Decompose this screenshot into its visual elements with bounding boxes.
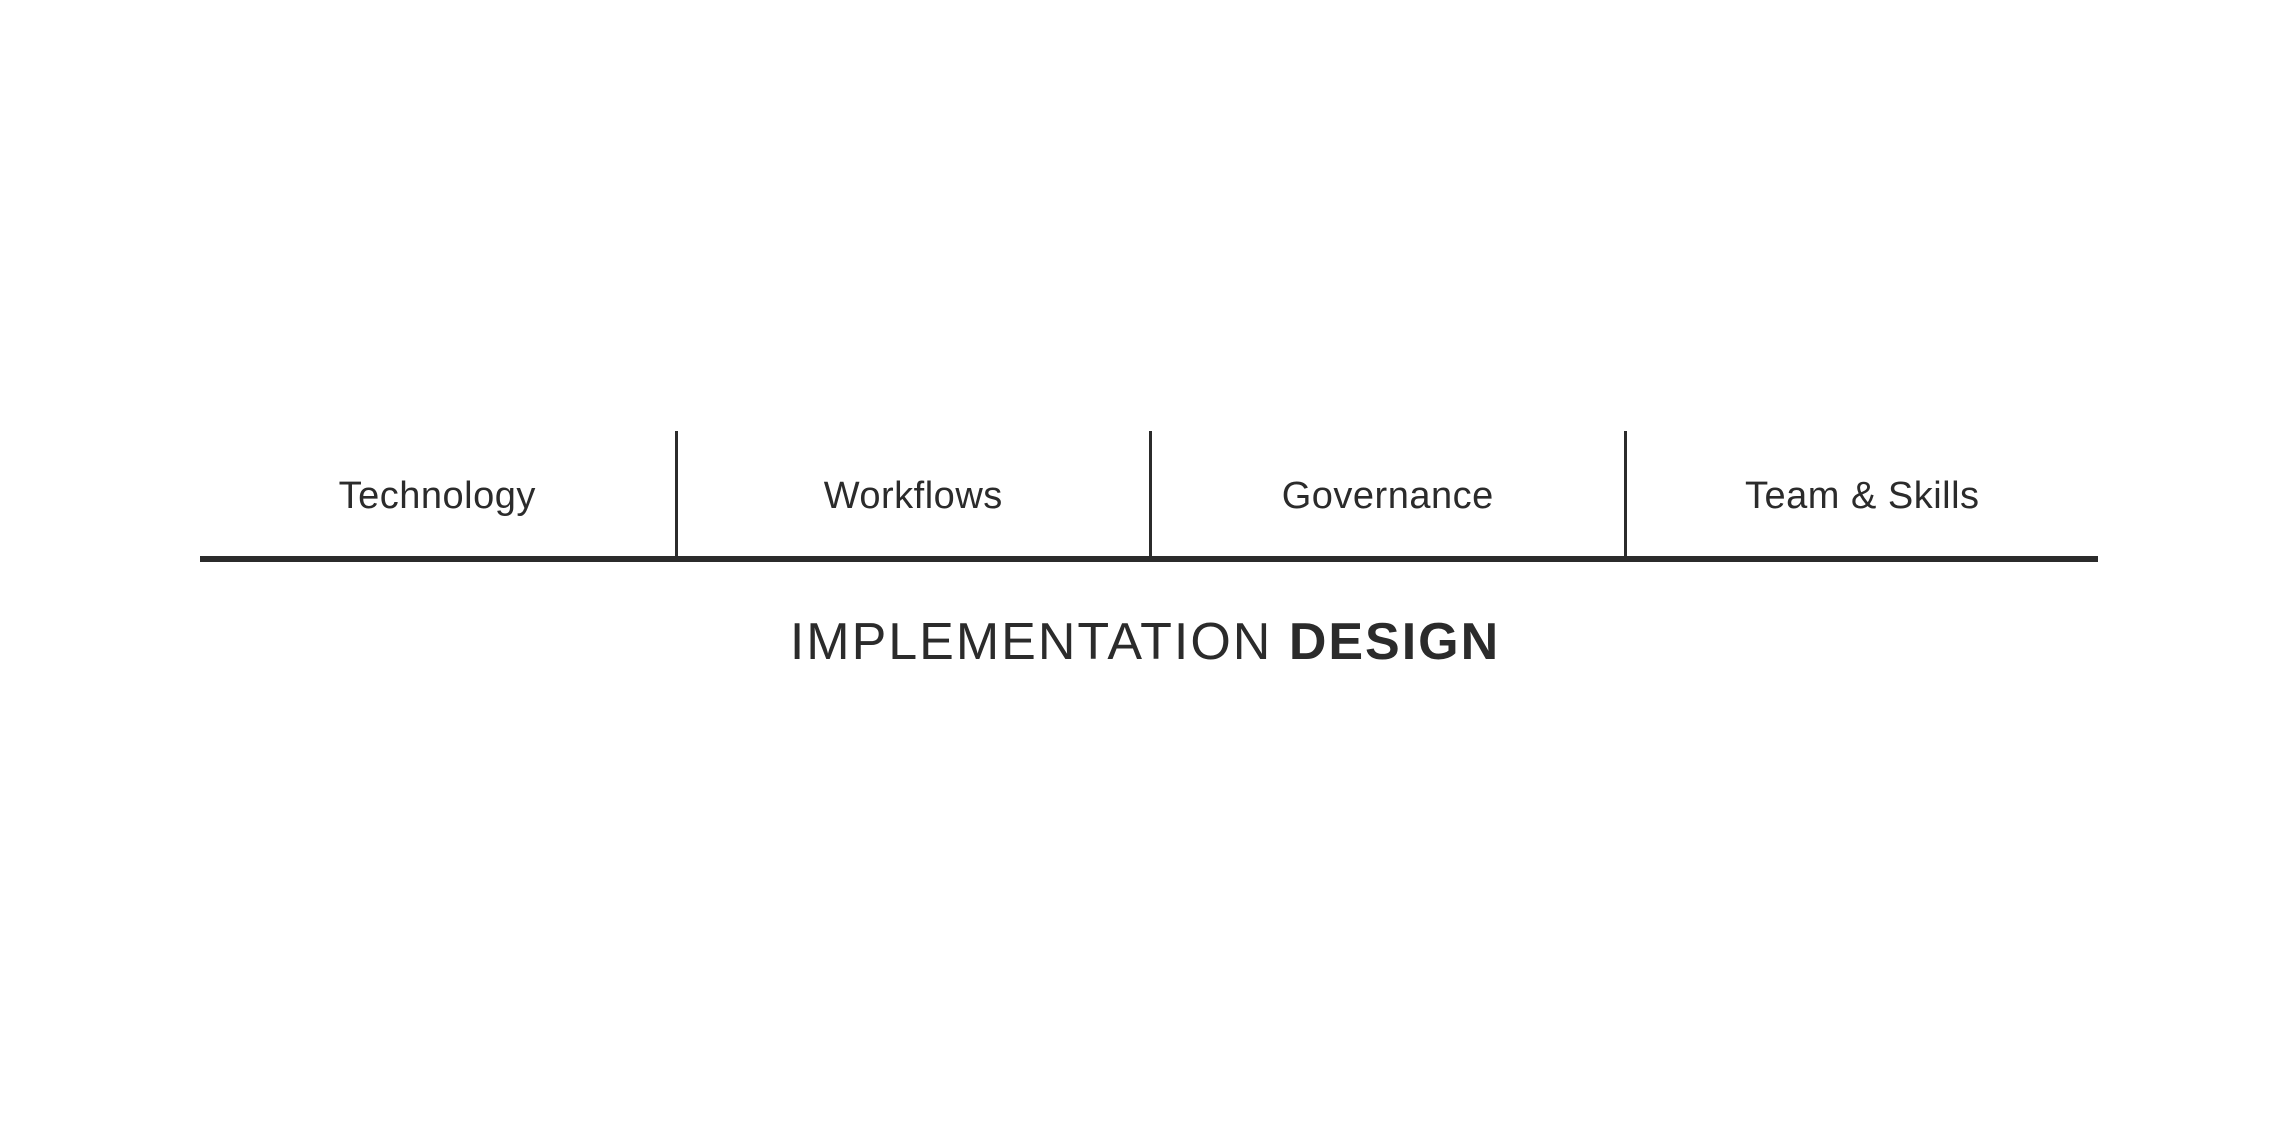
title-bold-text: DESIGN [1288,613,1501,671]
column-team-skills: Team & Skills [1623,431,2099,557]
category-columns: Technology Workflows Governance Team & S… [200,431,2098,557]
column-label-technology: Technology [338,474,536,517]
column-label-team-skills: Team & Skills [1744,474,1980,517]
title-light-text: IMPLEMENTATION [789,613,1273,671]
column-label-workflows: Workflows [823,474,1003,517]
foundation-line [200,556,2098,562]
diagram-title: IMPLEMENTATION DESIGN [0,612,2290,672]
column-workflows: Workflows [674,431,1150,557]
column-technology: Technology [200,431,675,557]
column-label-governance: Governance [1281,474,1494,517]
column-governance: Governance [1149,431,1624,557]
